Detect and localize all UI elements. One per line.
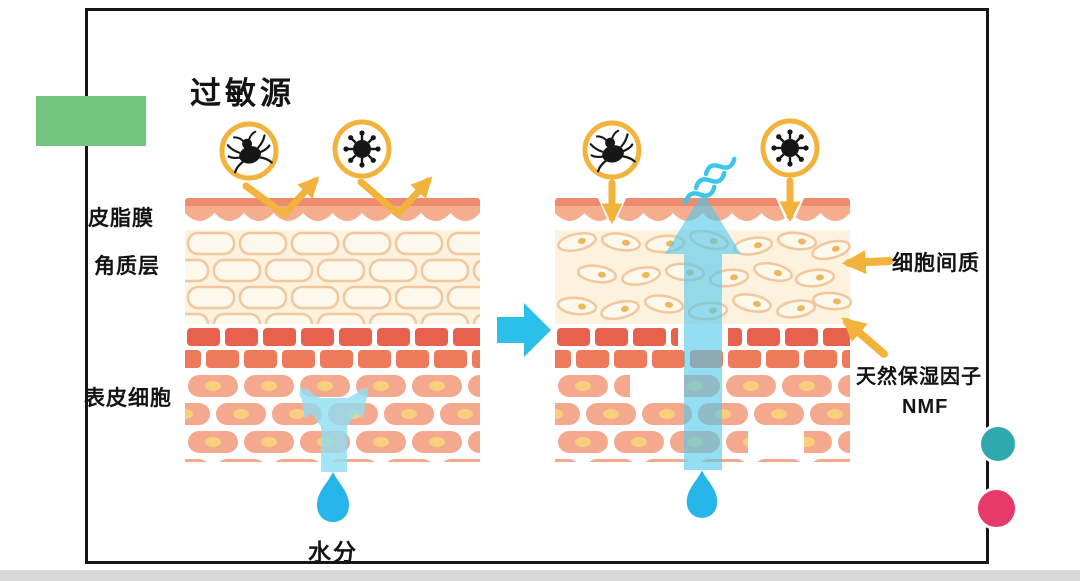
water-droplet-icon-left [317, 472, 349, 522]
label-epidermal-cells: 表皮细胞 [84, 387, 172, 410]
mite-allergen-left [222, 124, 276, 178]
allergen-bounce-arrows [242, 176, 433, 218]
label-pointer-arrows [841, 250, 893, 358]
green-rectangle [36, 96, 146, 146]
pink-dot [975, 487, 1018, 530]
water-droplet-icon-right [686, 470, 718, 518]
right-arrow-icon [497, 303, 551, 357]
label-nmf-cn: 天然保湿因子 [856, 366, 982, 388]
label-nmf-en: NMF [902, 396, 949, 418]
label-intercellular-matrix: 细胞间质 [892, 252, 980, 275]
moisture-retention-arrows [299, 386, 369, 472]
teal-dot [978, 424, 1018, 464]
water-loss-arrow [665, 192, 741, 470]
bottom-gray-strip [0, 570, 1080, 581]
label-stratum-corneum: 角质层 [94, 255, 160, 278]
mite-allergen-right [585, 123, 639, 177]
label-sebum-film: 皮脂膜 [88, 207, 154, 230]
label-moisture: 水分 [308, 539, 358, 565]
allergen-title: 过敏源 [190, 76, 295, 111]
virus-allergen-left [335, 122, 389, 176]
allergen-penetration-arrows [601, 177, 801, 225]
virus-allergen-right [763, 121, 817, 175]
